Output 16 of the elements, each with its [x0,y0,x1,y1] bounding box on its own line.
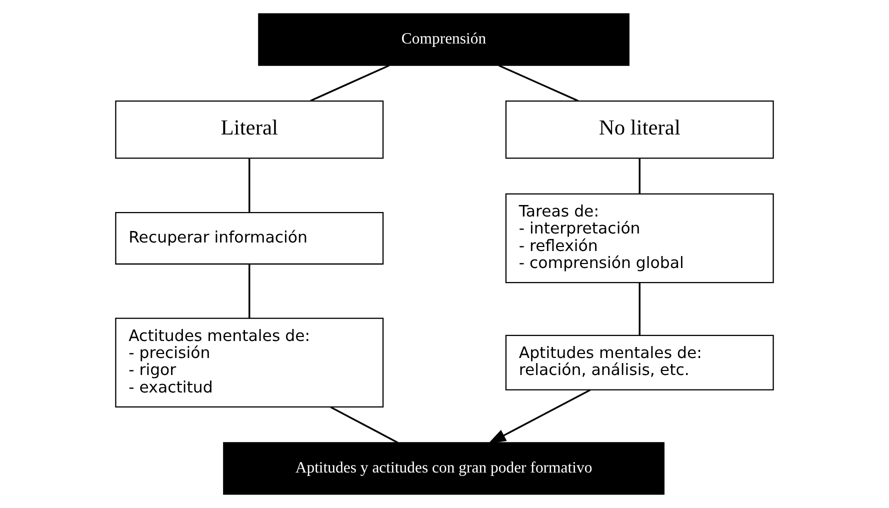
node-box: No literal [505,100,774,159]
connector [638,282,640,336]
node-box: Aptitudes y actitudes con gran poder formativo [223,442,664,495]
node-box: Recuperar información [115,212,384,265]
connector [248,158,250,212]
connector [310,64,390,102]
node-box: Actitudes mentales de: - precisión - rigor - exactitud [115,318,384,408]
connector [248,264,250,318]
connector [498,64,578,102]
connector [638,158,640,194]
connector [330,406,398,444]
node-box: Comprensión [258,13,630,66]
node-box: Aptitudes mentales de: relación, análisis, etc. [505,334,774,390]
node-box: Tareas de: - interpretación - reflexión - comprensión global [505,193,774,284]
arrow [488,389,591,444]
node-box: Literal [115,100,384,159]
